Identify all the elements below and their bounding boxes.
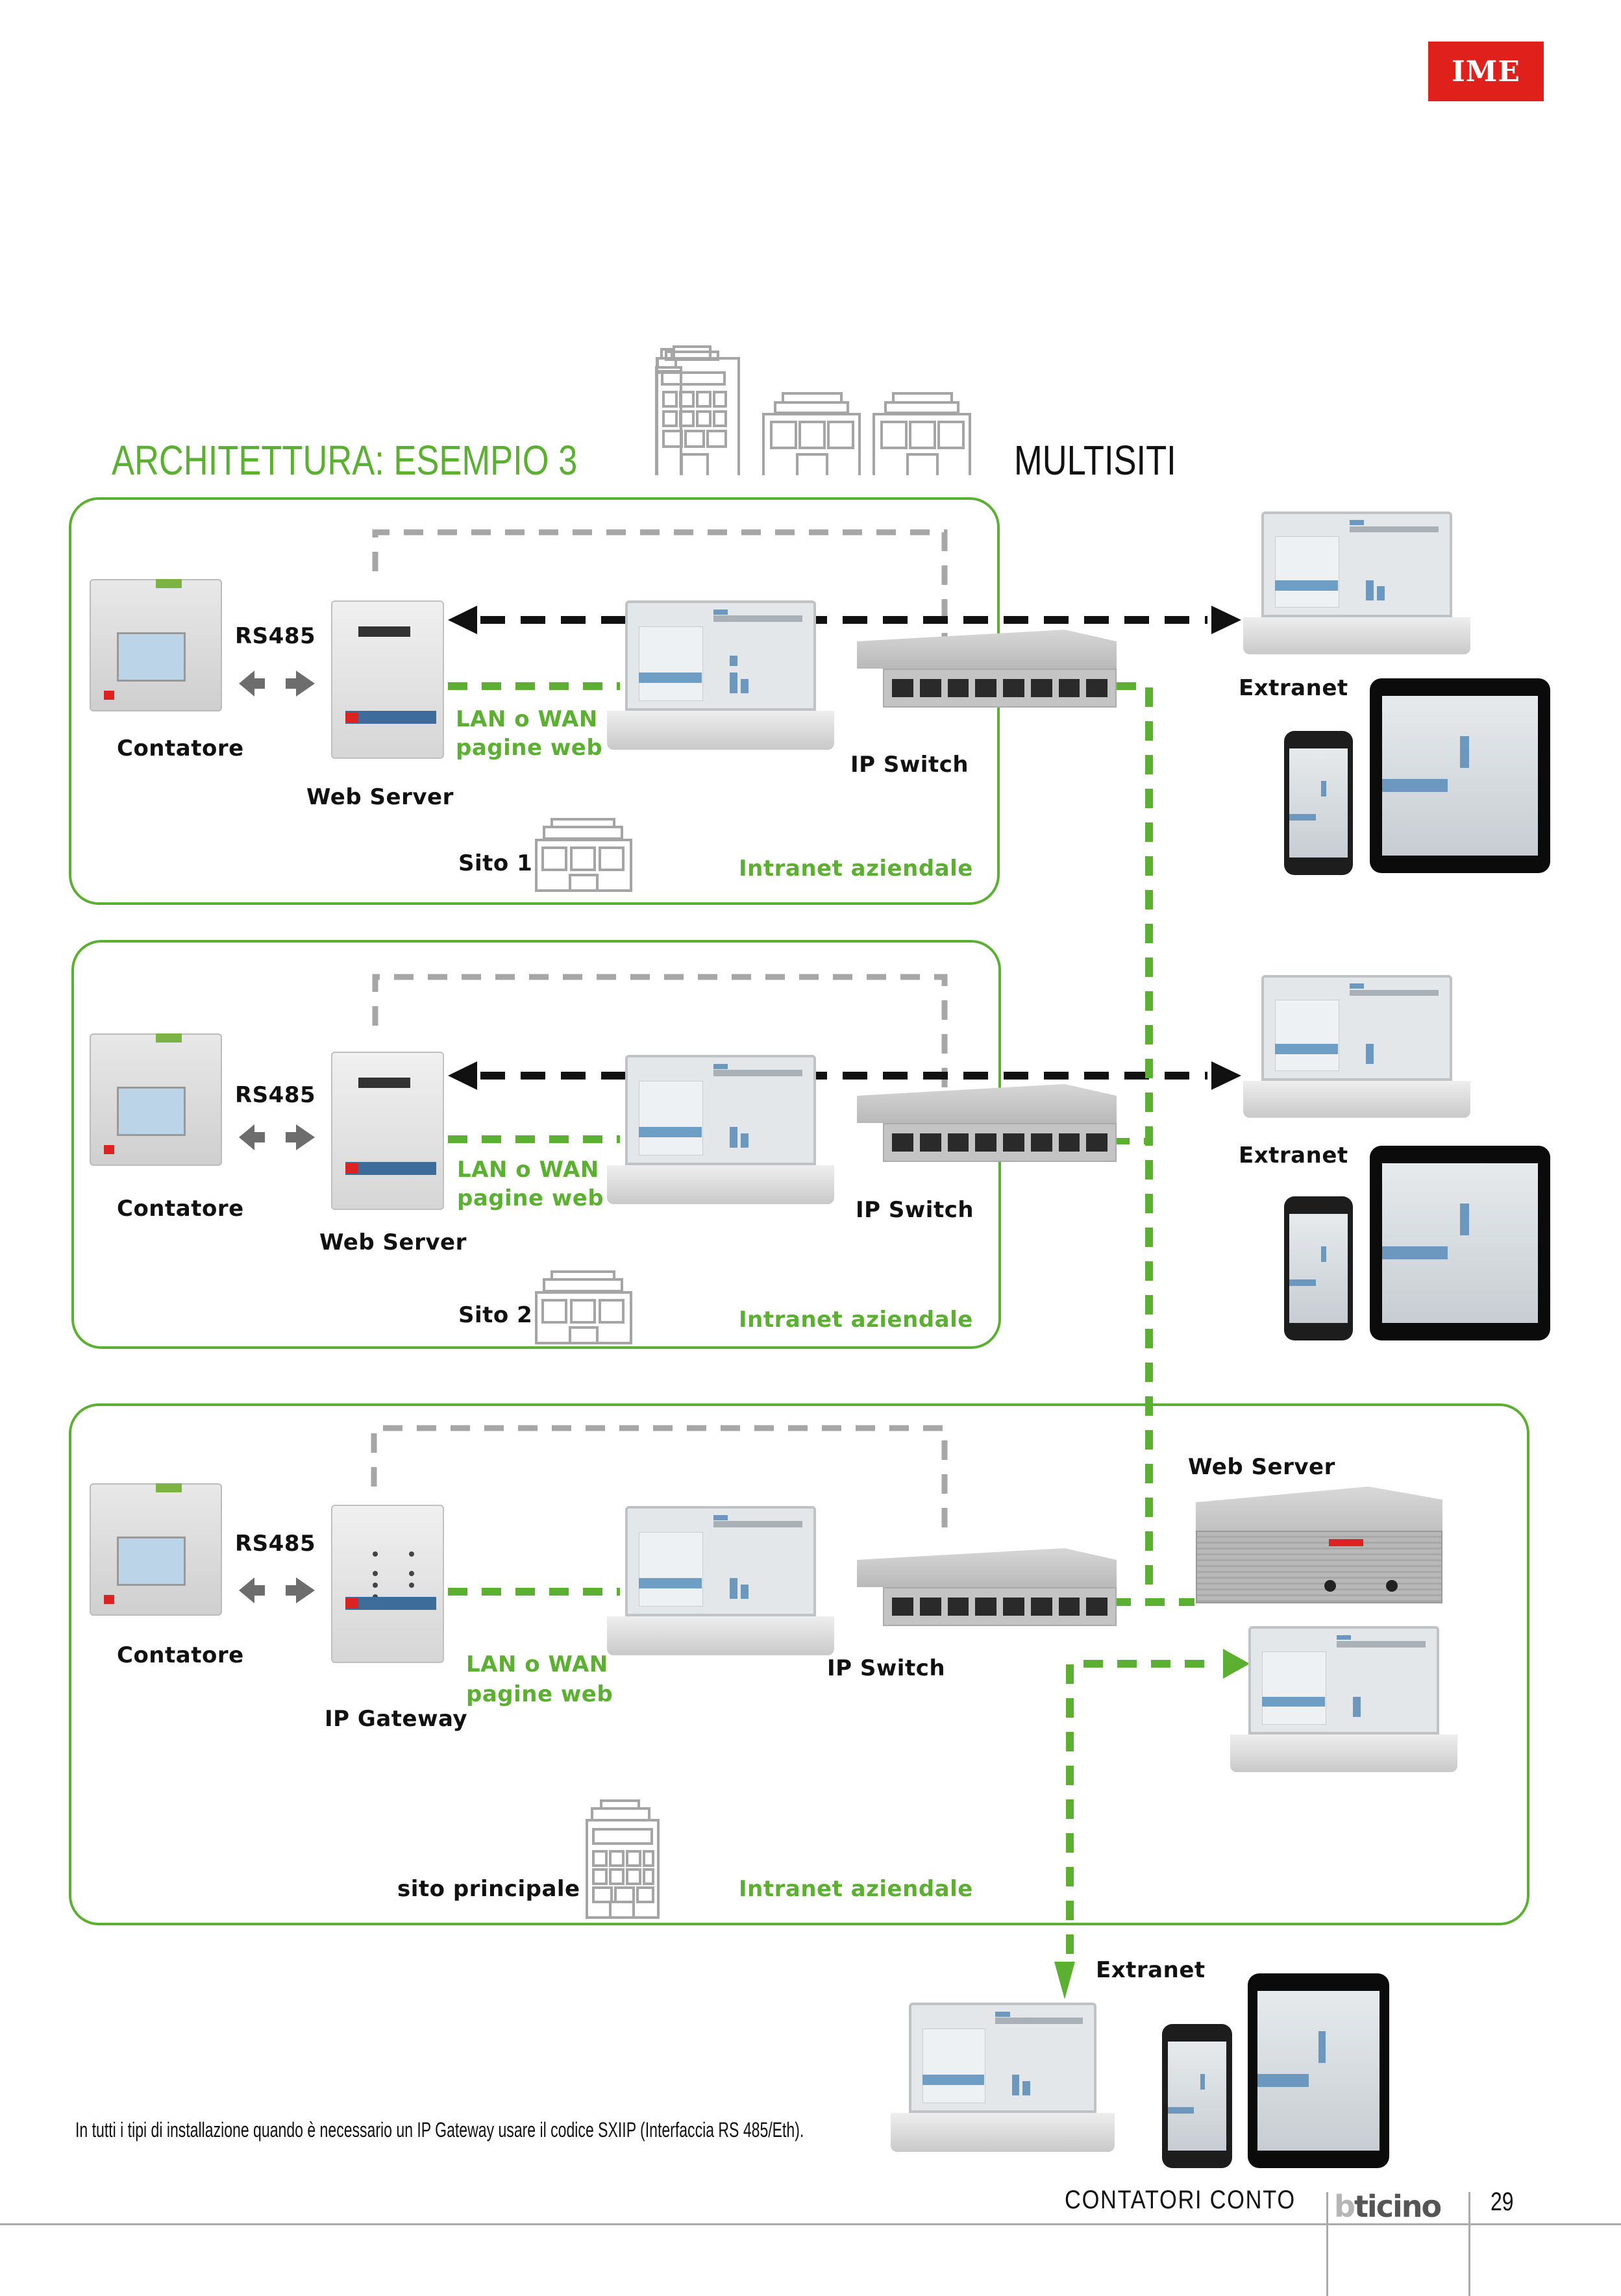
- site-2-laptop-image: [607, 1055, 834, 1204]
- site-2-tablet-image: [1370, 1146, 1550, 1340]
- site-1-arrow-left: [448, 606, 477, 634]
- server-arrow: [1223, 1649, 1250, 1679]
- backbone-link: [1117, 682, 1153, 1602]
- extranet-down-arrow: [1054, 1962, 1075, 1999]
- site-1-web-server-image: [331, 600, 444, 759]
- page-number: 29: [1491, 2188, 1514, 2216]
- site-1-network-label: Intranet aziendale: [739, 856, 973, 882]
- page-subtitle: MULTISITI: [1014, 437, 1176, 484]
- bottom-tablet-image: [1248, 1973, 1389, 2168]
- main-switch-image: [857, 1548, 1117, 1626]
- site-2-network-label: Intranet aziendale: [739, 1307, 973, 1333]
- main-server-laptop-image: [1230, 1626, 1457, 1772]
- footer-section-title: CONTATORI CONTO: [1065, 2186, 1296, 2214]
- main-extranet-label: Extranet: [1096, 1957, 1206, 1983]
- bticino-logo: bticino: [1334, 2189, 1442, 2224]
- site-2-name: Sito 2: [458, 1302, 533, 1328]
- ime-logo: IME: [1428, 42, 1544, 101]
- main-meter-label: Contatore: [117, 1642, 244, 1668]
- extranet-to-server-link: [1066, 1660, 1211, 1954]
- installation-note: In tutti i tipi di installazione quando …: [75, 2118, 804, 2142]
- main-switch-label: IP Switch: [827, 1655, 946, 1681]
- footer-divider-right: [1468, 2192, 1470, 2296]
- site-1-extranet-laptop-image: [1243, 512, 1470, 654]
- site-1-laptop-image: [607, 600, 834, 750]
- site-2-extranet-laptop-image: [1243, 975, 1470, 1118]
- site-1-rs485-label: RS485: [235, 623, 316, 649]
- site-2-rs485-label: RS485: [235, 1082, 316, 1108]
- site-2-extranet-label: Extranet: [1239, 1142, 1348, 1168]
- site-1-phone-image: [1284, 731, 1353, 875]
- site-2-switch-image: [857, 1084, 1117, 1162]
- site-1-meter-image: [90, 579, 222, 711]
- main-web-label: pagine web: [466, 1681, 613, 1707]
- main-site-box: [69, 1403, 1529, 1925]
- main-building-icon: [586, 1799, 660, 1919]
- site-1-web-label: pagine web: [456, 735, 603, 761]
- site-1-lan-label: LAN o WAN: [456, 706, 598, 732]
- site-1-building-icon: [535, 818, 632, 892]
- main-lan-label: LAN o WAN: [466, 1651, 608, 1677]
- page-title: ARCHITETTURA: ESEMPIO 3: [112, 437, 578, 484]
- bottom-phone-image: [1162, 2024, 1232, 2168]
- site-2-building-icon: [535, 1270, 632, 1344]
- site-1-tablet-image: [1370, 678, 1550, 873]
- site-1-device-label: Web Server: [306, 784, 454, 810]
- bticino-logo-rest: ticino: [1354, 2189, 1442, 2224]
- site-1-rs485-arrow-right: [296, 671, 315, 697]
- main-rs485-label: RS485: [235, 1531, 316, 1557]
- site-1-gray-loop: [372, 529, 948, 639]
- main-gray-loop: [371, 1425, 948, 1532]
- site-1-extranet-label: Extranet: [1239, 675, 1348, 701]
- main-laptop-image: [607, 1506, 834, 1655]
- site-1-rs485-arrow-left: [239, 671, 254, 697]
- bottom-extranet-laptop-image: [891, 2003, 1115, 2152]
- main-device-label: IP Gateway: [325, 1706, 468, 1732]
- main-meter-image: [90, 1483, 222, 1616]
- site-1-meter-label: Contatore: [117, 735, 244, 761]
- site-2-web-label: pagine web: [457, 1185, 604, 1211]
- site-2-meter-label: Contatore: [117, 1196, 244, 1222]
- main-site-name: sito principale: [397, 1876, 580, 1902]
- site-1-switch-image: [857, 630, 1117, 708]
- site-2-arrow-left: [448, 1061, 477, 1090]
- site-2-meter-image: [90, 1033, 222, 1166]
- site-1-switch-label: IP Switch: [850, 752, 969, 778]
- site-1-arrow-right: [1211, 606, 1241, 634]
- main-ip-gateway-image: [331, 1505, 444, 1663]
- site-2-web-server-image: [331, 1052, 444, 1210]
- site-2-lan-label: LAN o WAN: [457, 1157, 599, 1183]
- site-2-phone-image: [1284, 1196, 1353, 1340]
- site-1-name: Sito 1: [458, 850, 533, 876]
- site-2-arrow-right: [1211, 1061, 1241, 1090]
- bticino-logo-b: b: [1334, 2189, 1355, 2224]
- site-2-switch-label: IP Switch: [856, 1197, 974, 1223]
- main-web-server-image: [1196, 1487, 1442, 1603]
- main-server-label: Web Server: [1188, 1454, 1335, 1480]
- main-network-label: Intranet aziendale: [739, 1876, 973, 1902]
- buildings-icon: [655, 345, 971, 475]
- footer-divider-left: [1326, 2192, 1328, 2296]
- footer-divider: [0, 2223, 1621, 2225]
- site-2-device-label: Web Server: [319, 1229, 467, 1255]
